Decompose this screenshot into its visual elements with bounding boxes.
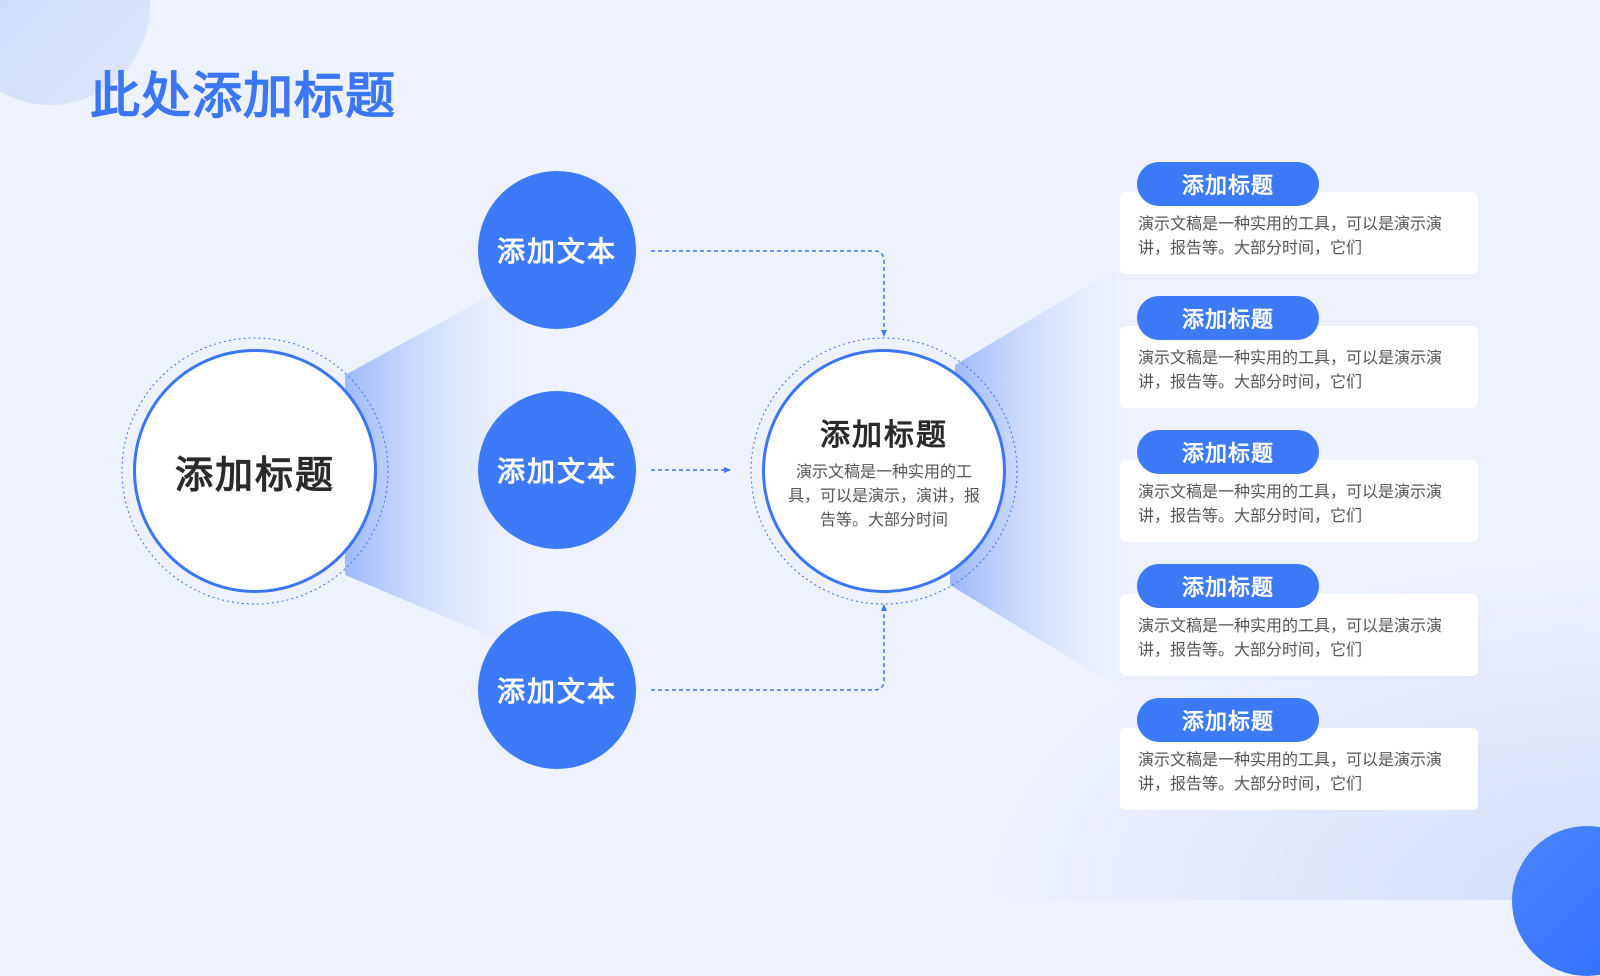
info-card-description: 演示文稿是一种实用的工具，可以是演示演讲，报告等。大部分时间，它们 xyxy=(1138,482,1443,525)
center-node-title: 添加标题 xyxy=(820,418,948,453)
info-card-title-pill: 添加标题 xyxy=(1137,296,1319,340)
main-node-dotted-ring xyxy=(121,337,389,605)
center-node-dotted-ring xyxy=(750,337,1018,605)
info-card: 演示文稿是一种实用的工具，可以是演示演讲，报告等。大部分时间，它们 添加标题 xyxy=(1120,162,1478,274)
info-card-title-pill: 添加标题 xyxy=(1137,162,1319,206)
page-title: 此处添加标题 xyxy=(90,67,396,125)
info-card-title-pill: 添加标题 xyxy=(1137,564,1319,608)
info-card-title: 添加标题 xyxy=(1181,174,1274,199)
branch-node-label: 添加文本 xyxy=(496,675,617,708)
info-card: 演示文稿是一种实用的工具，可以是演示演讲，报告等。大部分时间，它们 添加标题 xyxy=(1120,430,1478,542)
center-node: 添加标题 演示文稿是一种实用的工具，可以是演示，演讲，报告等。大部分时间 xyxy=(762,349,1006,593)
info-card: 演示文稿是一种实用的工具，可以是演示演讲，报告等。大部分时间，它们 添加标题 xyxy=(1120,564,1478,676)
main-node-label: 添加标题 xyxy=(174,452,335,497)
info-card: 演示文稿是一种实用的工具，可以是演示演讲，报告等。大部分时间，它们 添加标题 xyxy=(1120,698,1478,810)
info-card-title-pill: 添加标题 xyxy=(1137,698,1319,742)
info-card-title: 添加标题 xyxy=(1181,442,1274,467)
connector-top-to-center xyxy=(651,250,887,337)
info-card-title: 添加标题 xyxy=(1181,710,1274,735)
info-card-title: 添加标题 xyxy=(1181,576,1274,601)
info-card-title: 添加标题 xyxy=(1181,308,1274,333)
branch-node: 添加文本 xyxy=(478,171,636,329)
info-card-body: 演示文稿是一种实用的工具，可以是演示演讲，报告等。大部分时间，它们 xyxy=(1120,192,1478,274)
info-card-description: 演示文稿是一种实用的工具，可以是演示演讲，报告等。大部分时间，它们 xyxy=(1138,616,1443,659)
connector-layer xyxy=(121,250,1142,691)
left-fan-shape xyxy=(345,290,550,640)
info-card-description: 演示文稿是一种实用的工具，可以是演示演讲，报告等。大部分时间，它们 xyxy=(1138,750,1443,793)
branch-node: 添加文本 xyxy=(478,611,636,769)
info-card-description: 演示文稿是一种实用的工具，可以是演示演讲，报告等。大部分时间，它们 xyxy=(1138,214,1443,257)
branch-node-label: 添加文本 xyxy=(496,235,617,268)
info-card: 演示文稿是一种实用的工具，可以是演示演讲，报告等。大部分时间，它们 添加标题 xyxy=(1120,296,1478,408)
info-card-title-pill: 添加标题 xyxy=(1137,430,1319,474)
right-fan-shape xyxy=(950,265,1142,690)
info-card-description: 演示文稿是一种实用的工具，可以是演示演讲，报告等。大部分时间，它们 xyxy=(1138,348,1443,391)
branch-node: 添加文本 xyxy=(478,391,636,549)
connector-bottom-to-center xyxy=(651,604,887,691)
center-node-description: 演示文稿是一种实用的工具，可以是演示，演讲，报告等。大部分时间 xyxy=(787,462,980,529)
main-node: 添加标题 xyxy=(133,349,377,593)
branch-node-label: 添加文本 xyxy=(496,455,617,488)
